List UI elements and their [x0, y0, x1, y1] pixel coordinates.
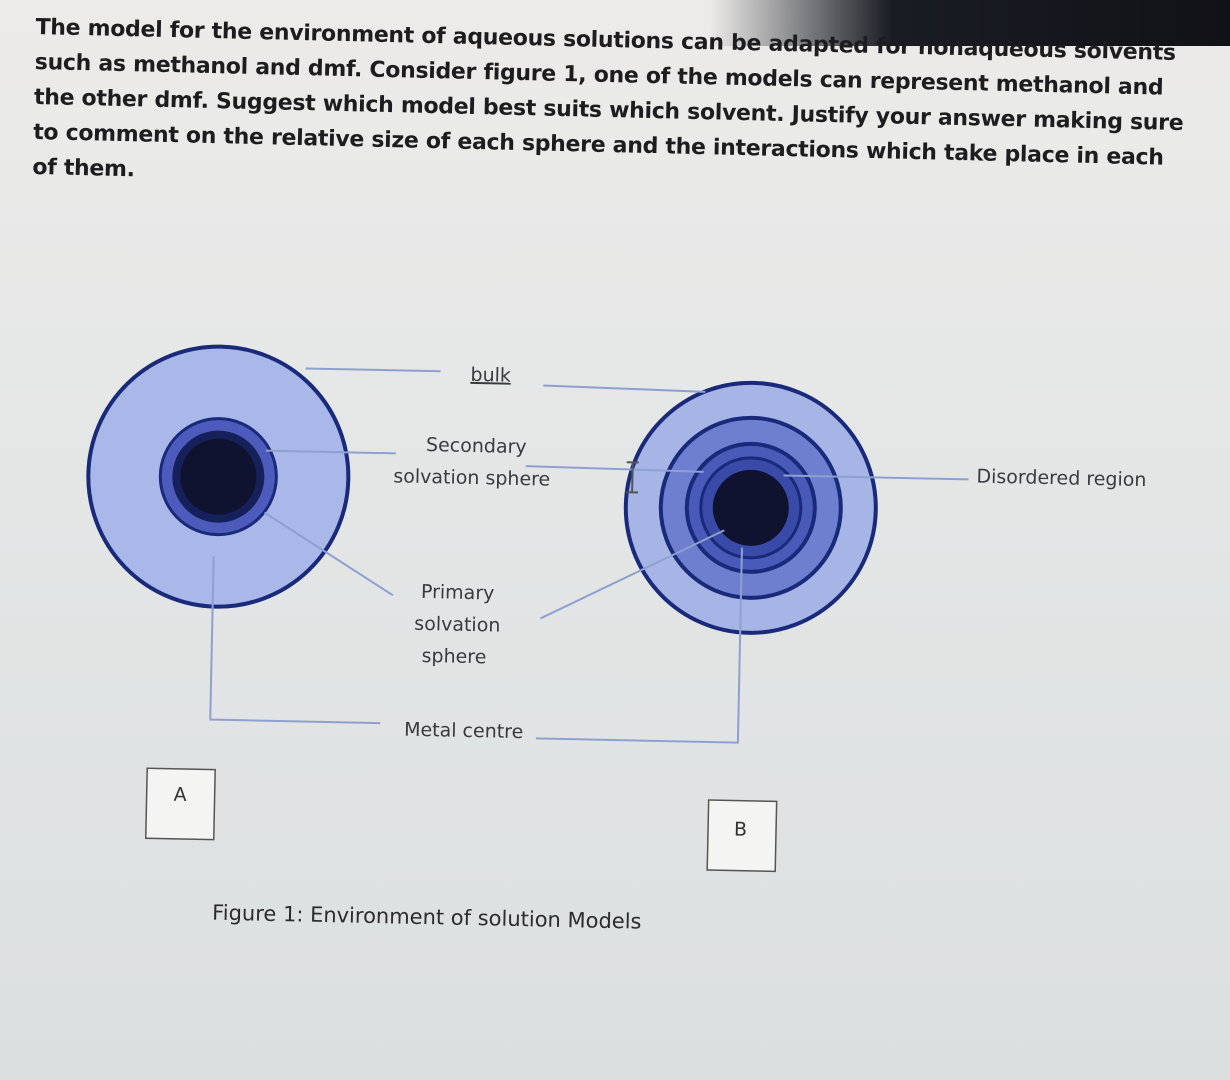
model-a-label: A [173, 784, 186, 806]
label-primary-line3: sphere [421, 645, 486, 668]
bulk-leader-b [543, 384, 706, 393]
label-primary-line1: Primary [421, 581, 495, 605]
label-secondary-line2: solvation sphere [393, 465, 550, 490]
metal-centre-leader-b [535, 547, 743, 744]
primary-leader-a [264, 511, 394, 597]
model-a-diagram [86, 344, 351, 609]
model-b-metal-centre [712, 469, 789, 546]
disordered-leader [783, 474, 969, 481]
model-a-metal-centre [180, 438, 257, 515]
label-secondary-line1: Secondary [426, 434, 527, 458]
secondary-leader-b [525, 465, 704, 473]
text-cursor-icon [626, 461, 639, 494]
model-b-diagram [623, 380, 878, 635]
label-disordered-region: Disordered region [976, 466, 1146, 492]
metal-centre-leader-a [209, 556, 381, 725]
model-b-label: B [734, 819, 748, 841]
label-primary-line2: solvation [414, 613, 501, 637]
figure-caption: Figure 1: Environment of solution Models [212, 901, 642, 934]
bulk-leader-a [305, 367, 441, 373]
label-metal-centre: Metal centre [404, 719, 524, 743]
monitor-edge [710, 0, 1230, 46]
label-bulk: bulk [470, 364, 511, 387]
primary-leader-b [540, 529, 725, 620]
leader-lines [209, 367, 969, 744]
model-b-label-box: B [706, 799, 778, 873]
model-a-label-box: A [144, 767, 216, 841]
secondary-leader-a [265, 449, 396, 455]
